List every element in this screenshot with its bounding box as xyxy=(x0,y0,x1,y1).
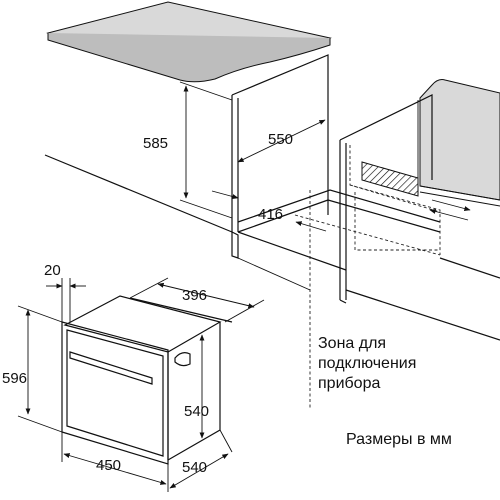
cabinet-illustration xyxy=(44,1,500,410)
dim-cabinet-inner-depth: 416 xyxy=(258,206,283,223)
units-note: Размеры в мм xyxy=(346,431,452,448)
oven-handle xyxy=(69,351,153,385)
oven-illustration xyxy=(61,295,233,465)
dim-oven-front-thickness: 20 xyxy=(44,262,61,279)
dim-oven-depth-top: 396 xyxy=(182,287,207,304)
countertop-left-edge xyxy=(47,33,331,83)
cabinet-dimensions xyxy=(179,81,471,232)
dim-cabinet-height: 585 xyxy=(143,135,168,152)
connection-zone-line-1: Зона для xyxy=(318,335,386,352)
oven-control-icon xyxy=(174,352,191,367)
oven-dimensions xyxy=(17,277,265,492)
dim-oven-depth-bottom: 540 xyxy=(182,459,207,476)
connection-zone-line-2: подключения xyxy=(318,355,416,372)
dim-oven-width: 450 xyxy=(96,457,121,474)
connection-zone-line-3: прибора xyxy=(318,375,380,392)
connection-box xyxy=(361,161,419,197)
countertop-right xyxy=(419,79,500,201)
dim-oven-body-height: 540 xyxy=(184,403,209,420)
dim-cabinet-depth: 550 xyxy=(268,131,293,148)
dim-oven-height: 596 xyxy=(2,370,27,387)
